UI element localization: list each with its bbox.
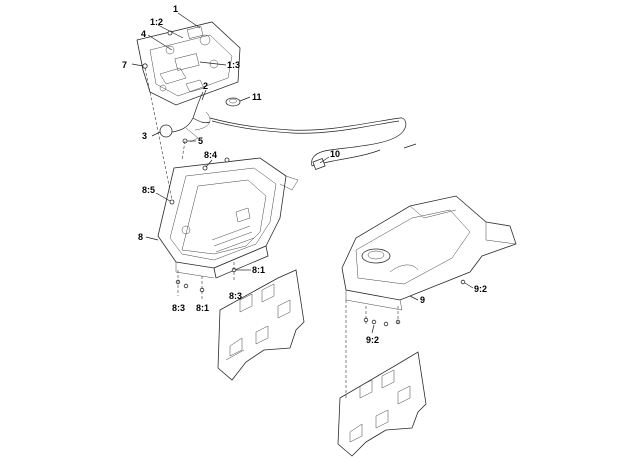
cable-part-10 <box>209 117 417 170</box>
housing-part-8 <box>157 157 299 279</box>
callout-8-5: 8:5 <box>142 185 155 195</box>
leader-lines <box>131 12 474 334</box>
callout-labels: 1 1:2 4 7 1:3 2 11 3 5 10 8:4 8:5 8 8:1 … <box>122 4 487 345</box>
callout-9-2-right: 9:2 <box>474 284 487 294</box>
callout-9-2-bottom: 9:2 <box>366 335 379 345</box>
callout-7: 7 <box>122 60 127 70</box>
callout-1-2: 1:2 <box>150 17 163 27</box>
housing-part-9 <box>341 195 517 311</box>
alignment-lines <box>144 67 399 398</box>
grommet-part-11 <box>225 97 241 107</box>
callout-9: 9 <box>420 295 425 305</box>
callout-8-1-left: 8:1 <box>196 303 209 313</box>
callout-1-3: 1:3 <box>227 60 240 70</box>
callout-8-3-right: 8:3 <box>229 291 242 301</box>
callout-1: 1 <box>173 4 178 14</box>
callout-8-3-left: 8:3 <box>172 303 185 313</box>
callout-8: 8 <box>138 232 143 242</box>
callout-2: 2 <box>203 81 208 91</box>
callout-5: 5 <box>198 136 203 146</box>
wiring-harness-part-2 <box>159 91 211 143</box>
callout-11: 11 <box>252 92 262 102</box>
callout-8-1-right: 8:1 <box>252 265 265 275</box>
callout-4: 4 <box>141 29 146 39</box>
callout-8-4: 8:4 <box>204 150 217 160</box>
callout-10: 10 <box>330 149 340 159</box>
callout-3: 3 <box>142 131 147 141</box>
control-panel-part-1 <box>136 21 241 106</box>
heat-shield-left <box>217 269 305 381</box>
heat-shield-right <box>337 351 427 457</box>
